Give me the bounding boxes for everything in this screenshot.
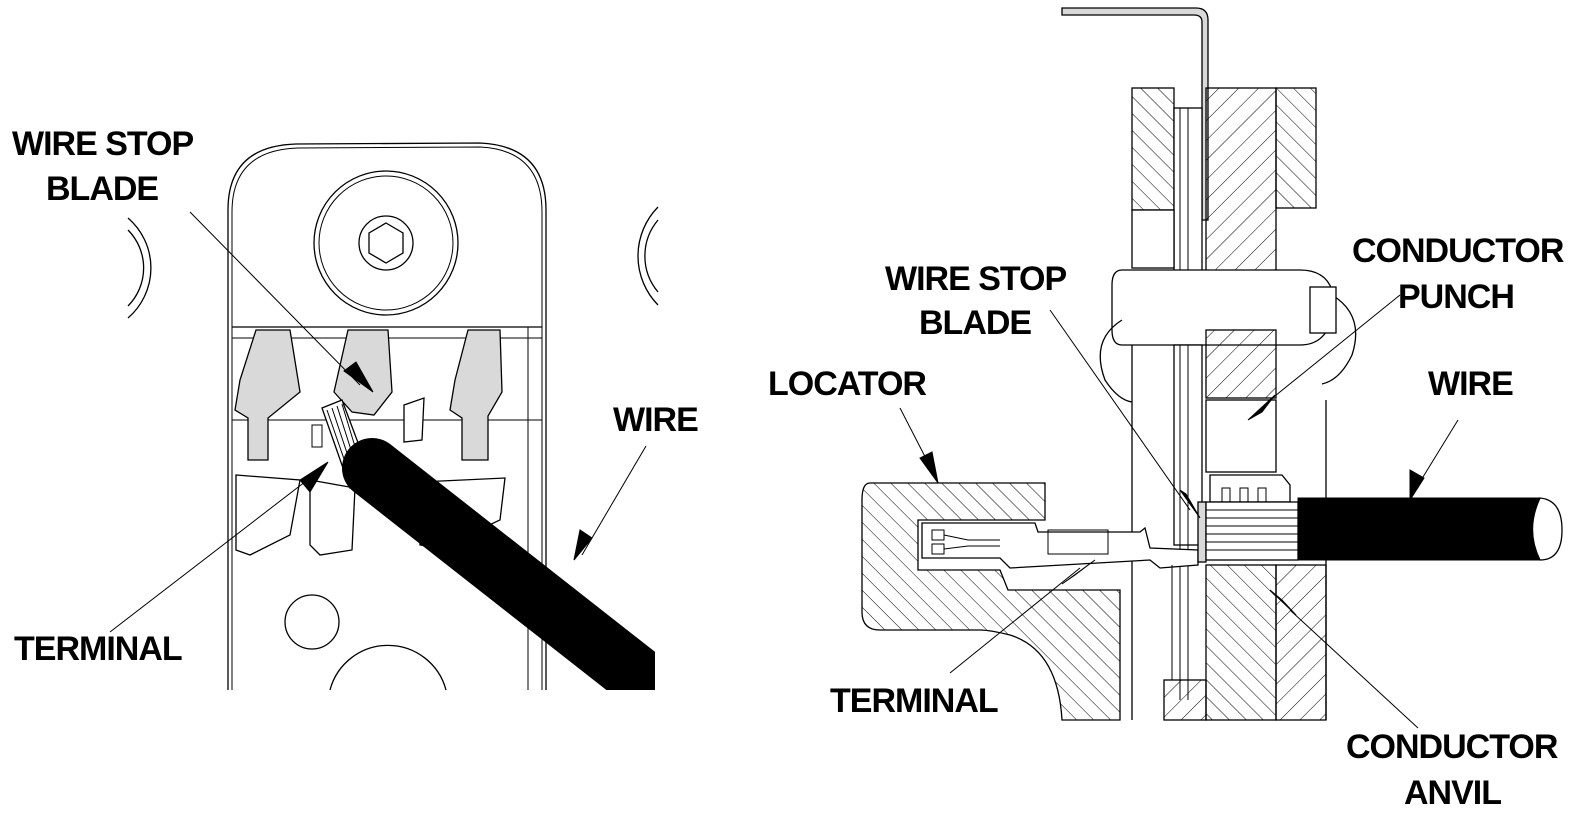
wire-section (1297, 497, 1541, 561)
wire (342, 438, 685, 720)
label-conductor-anvil-line1: CONDUCTOR (1346, 728, 1558, 766)
label-conductor-punch-line2: PUNCH (1398, 278, 1514, 316)
label-wire-stop-blade-line2: BLADE (919, 304, 1031, 342)
anvil-shapes (235, 474, 506, 556)
label-wire: WIRE (1428, 365, 1513, 403)
locator (861, 482, 1121, 721)
conductor-anvil (1205, 564, 1277, 721)
conductor-punch (1205, 329, 1277, 399)
pivot-pin (1111, 269, 1333, 346)
label-locator: LOCATOR (768, 365, 926, 403)
label-conductor-anvil-line2: ANVIL (1404, 774, 1501, 812)
wire-stop-blade (1197, 501, 1207, 563)
side-hole-right (637, 206, 659, 306)
socket-head-bolt (313, 170, 459, 316)
right-panel-section-view: CONDUCTOR PUNCH WIRE STOP BLADE LOCATOR … (768, 7, 1565, 812)
left-panel-front-view: WIRE STOP BLADE WIRE TERMINAL (12, 125, 699, 750)
lower-hole (284, 594, 340, 650)
side-hole-left (127, 217, 152, 319)
punch-teeth (234, 329, 503, 461)
label-wire-stop-blade-line1: WIRE STOP (885, 260, 1066, 298)
lower-arc (329, 644, 447, 691)
label-wire-stop-blade-line2: BLADE (46, 170, 158, 208)
upper-left-block (1131, 87, 1175, 211)
label-wire: WIRE (613, 401, 698, 439)
tool-plate (227, 142, 547, 690)
label-wire-stop-blade-line1: WIRE STOP (12, 125, 193, 163)
label-terminal: TERMINAL (14, 630, 182, 668)
conductor-punch-upper (1205, 87, 1277, 285)
conductor-strands (1205, 501, 1299, 561)
label-conductor-punch-line1: CONDUCTOR (1352, 232, 1564, 270)
terminal-section (921, 522, 1199, 569)
label-terminal: TERMINAL (830, 682, 998, 720)
